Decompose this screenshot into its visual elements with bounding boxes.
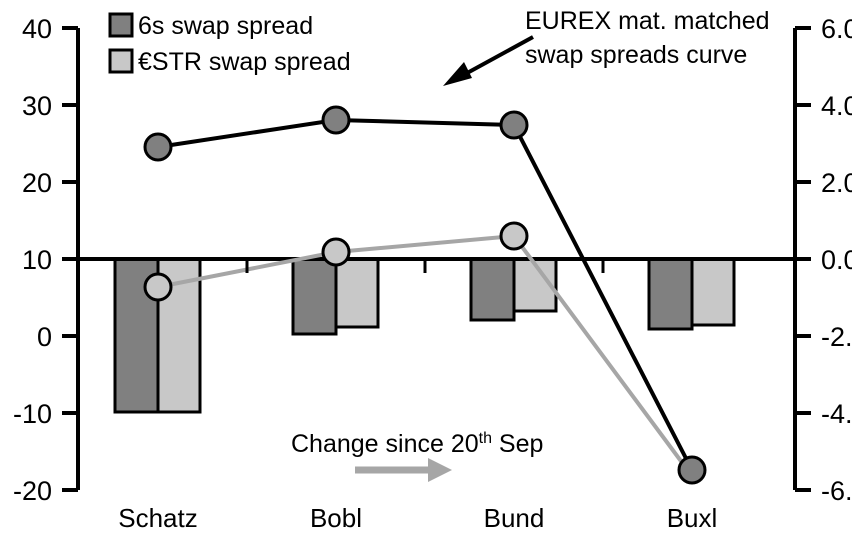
marker-eurex-bund (499, 110, 529, 140)
marker-change-bobl (321, 237, 351, 267)
bar-buxl-6s (647, 257, 694, 331)
category-label-bobl: Bobl (310, 503, 362, 533)
category-label-schatz: Schatz (118, 503, 198, 533)
bar-buxl-estr (690, 257, 736, 327)
left-axis-tick-label: 0 (37, 322, 52, 352)
annotation-eurex-curve: EUREX mat. matched swap spreads curve (443, 7, 770, 86)
legend: 6s swap spread €STR swap spread (108, 12, 351, 76)
annotation-change-text: Change since 20th Sep (291, 430, 543, 458)
marker-eurex-buxl (677, 455, 707, 485)
annotation-arrow-head (443, 62, 472, 86)
right-axis-tick-label: -4.0 (821, 399, 852, 429)
bar-bund-6s (469, 257, 516, 322)
left-axis-tick-label: 20 (22, 168, 52, 198)
right-axis-tick-label: -2.0 (821, 322, 852, 352)
right-axis-tick-label: -6.0 (821, 476, 852, 506)
marker-eurex-schatz (143, 132, 173, 162)
bar-bobl-estr (334, 257, 380, 329)
right-axis-tick-label: 6.0 (821, 14, 852, 44)
annotation-eurex-line1: EUREX mat. matched (525, 7, 770, 35)
left-axis-tick-label: -10 (13, 399, 52, 429)
left-axis-tick-label: 40 (22, 14, 52, 44)
category-label-bund: Bund (484, 503, 545, 533)
legend-swatch-6s (108, 12, 134, 38)
right-axis-tick-label: 0.0 (821, 245, 852, 275)
change-arrow-head (428, 458, 452, 482)
series-line-eurex-curve (157, 117, 694, 471)
right-axis-tick-label: 2.0 (821, 168, 852, 198)
left-axis-tick-label: -20 (13, 476, 52, 506)
left-axis-tick-label: 10 (22, 245, 52, 275)
legend-label-estr: €STR swap spread (138, 48, 351, 76)
annotation-change-main: Change since 20 (291, 430, 479, 458)
annotation-change-since-sep: Change since 20th Sep (291, 430, 543, 482)
legend-label-6s: 6s swap spread (138, 12, 313, 40)
left-axis-tick-label: 30 (22, 91, 52, 121)
marker-change-bund (499, 221, 529, 251)
category-label-buxl: Buxl (667, 503, 718, 533)
marker-eurex-bobl (321, 105, 351, 135)
annotation-change-tail: Sep (492, 430, 543, 458)
annotation-eurex-line2: swap spreads curve (525, 41, 747, 69)
marker-change-schatz (143, 272, 173, 302)
annotation-change-sup: th (479, 430, 492, 447)
annotation-arrow-line (457, 35, 534, 80)
legend-swatch-estr (108, 48, 134, 74)
right-axis-tick-label: 4.0 (821, 91, 852, 121)
bar-bobl-6s (291, 257, 338, 336)
